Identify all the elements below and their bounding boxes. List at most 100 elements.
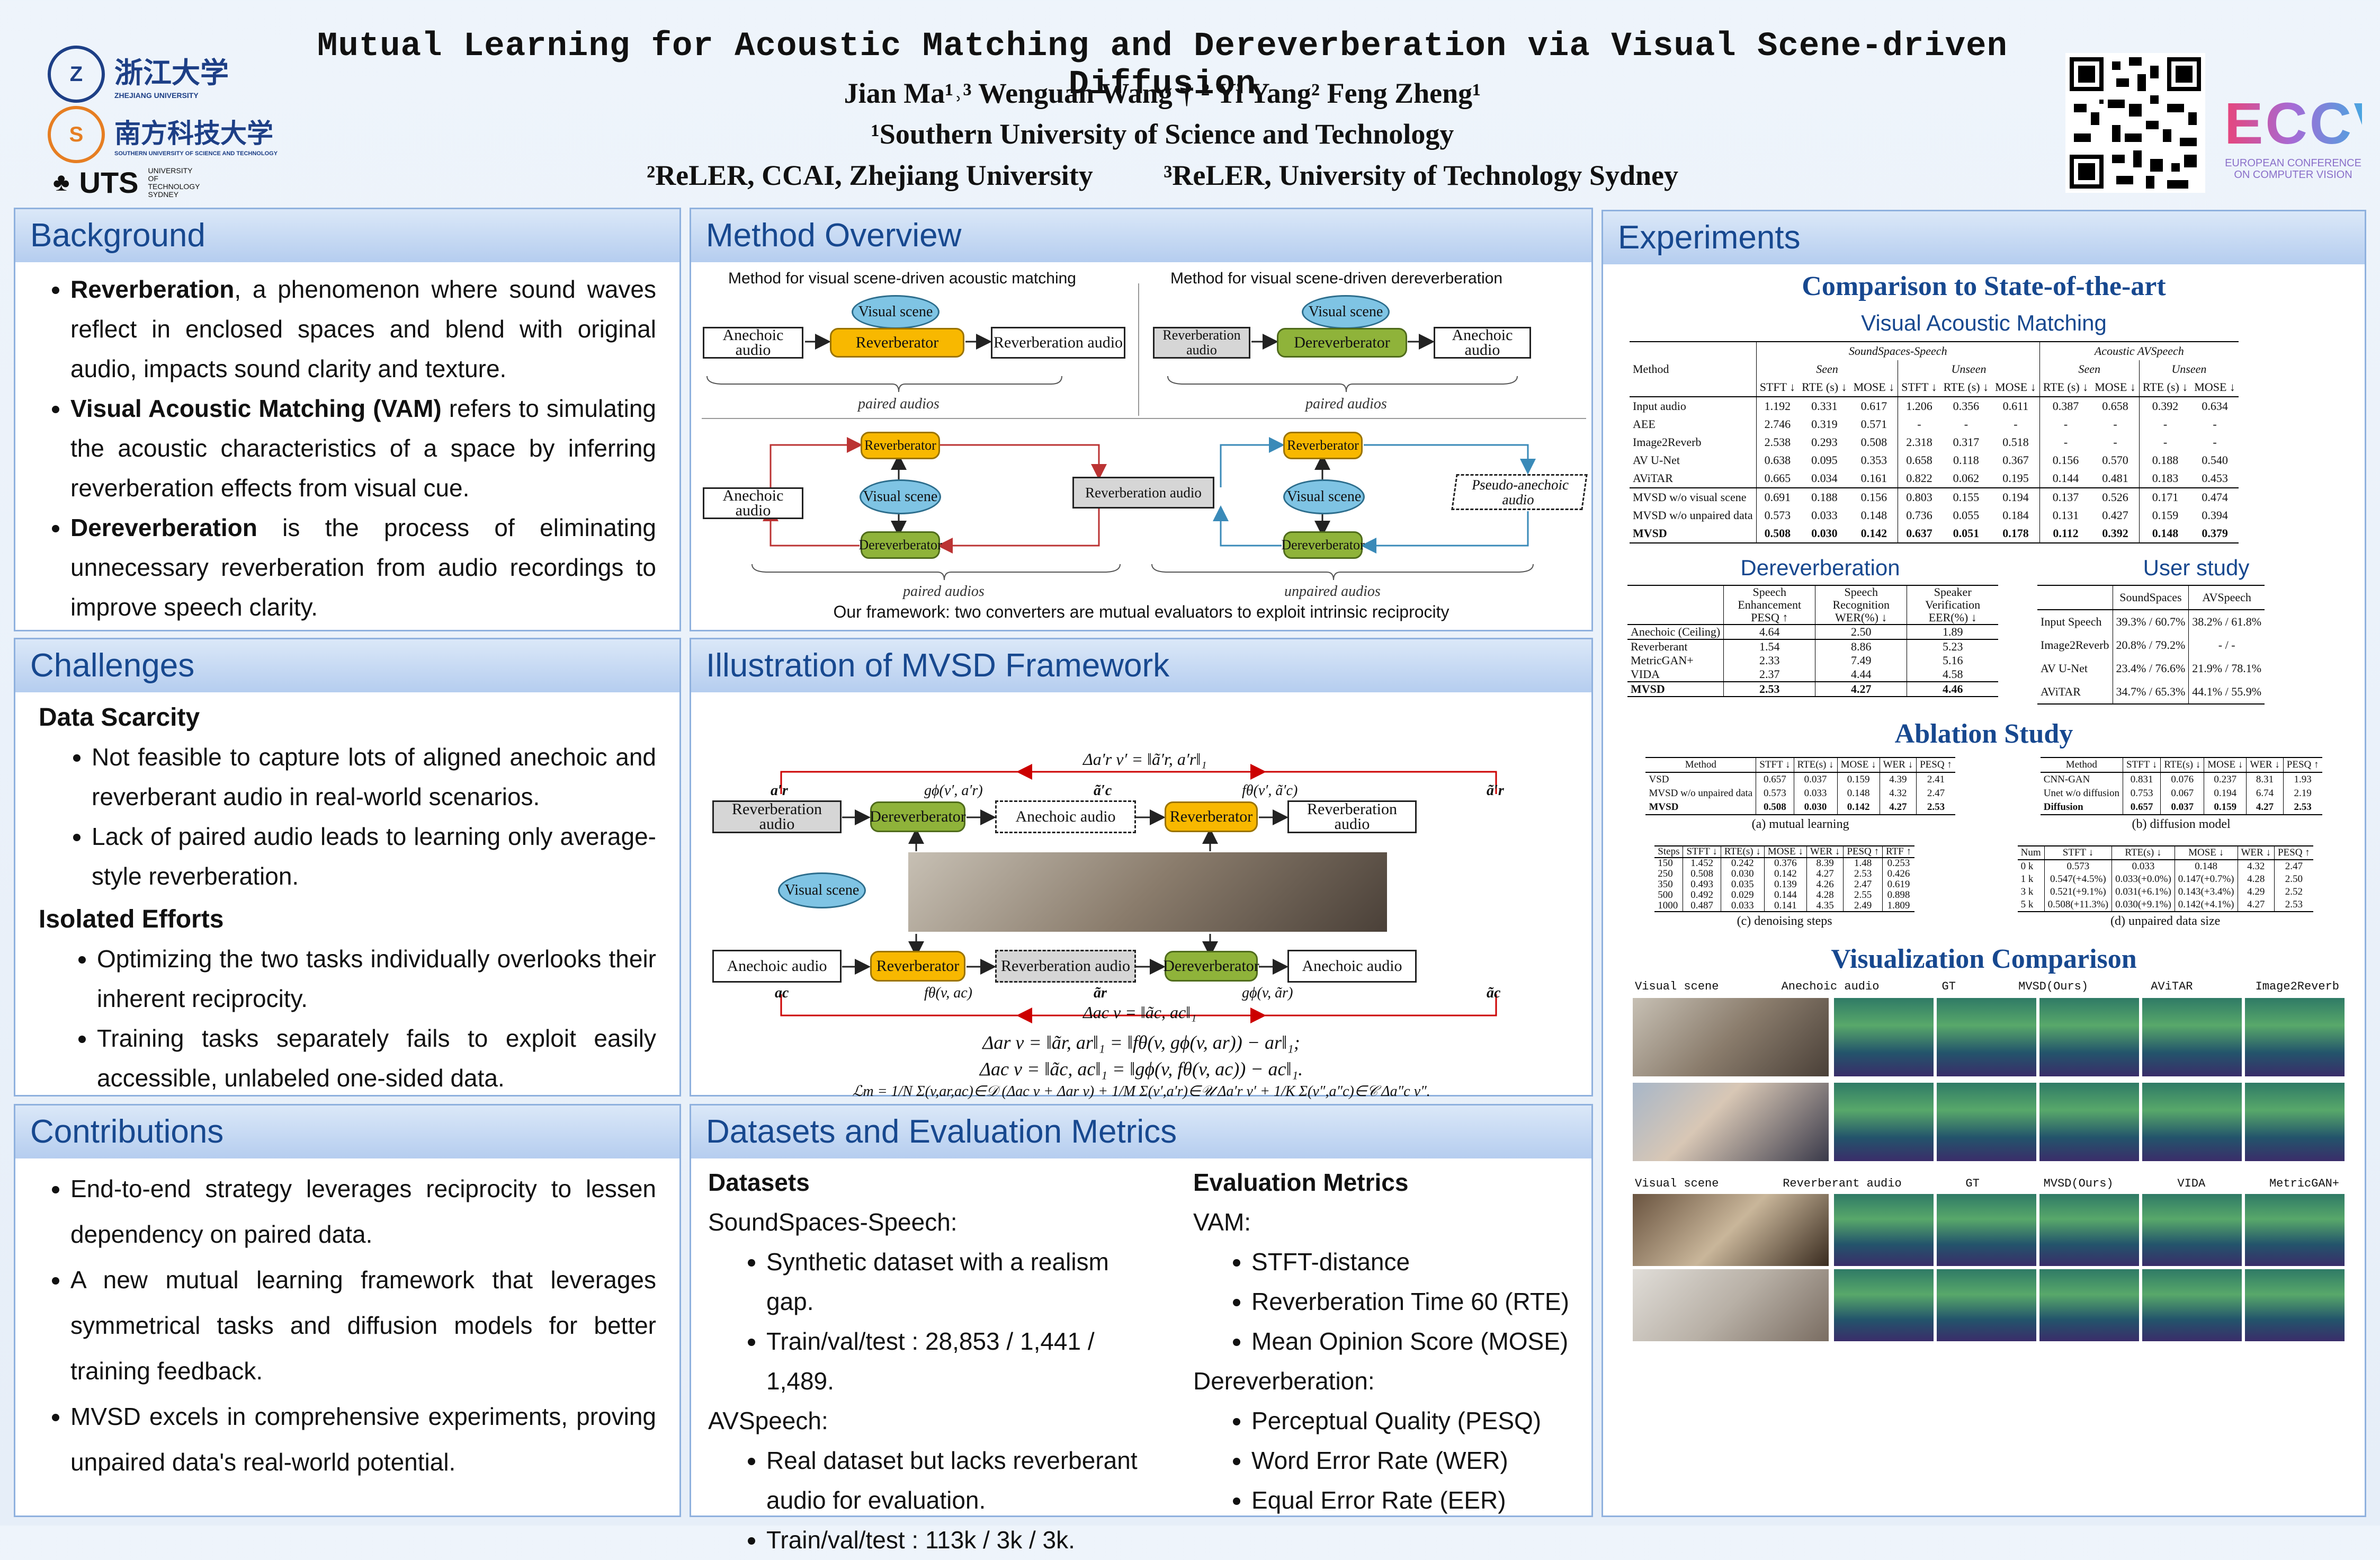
vis-column-label: VIDA [2177, 1177, 2206, 1190]
table-cell: MVSD w/o unpaired data [1649, 788, 1753, 799]
ablation-caption: (d) unpaired data size [2110, 914, 2221, 928]
table-cell: 0.753 [2122, 787, 2161, 800]
vis-column-label: MetricGAN+ [2269, 1177, 2339, 1190]
spectrogram-image [1937, 998, 2036, 1076]
table-cell: 0.658 [2102, 399, 2128, 413]
table-cell: 4.39 [1879, 772, 1917, 787]
ac-tilde-label: ãc [1487, 985, 1501, 1001]
th-seen: Seen [2039, 360, 2140, 378]
qr-code-icon[interactable] [2065, 53, 2205, 193]
th-metric: PESQ ↑ [1916, 757, 1955, 772]
table-cell: 0.139 [1764, 879, 1807, 890]
th-metric: MOSE ↓ [1853, 380, 1895, 394]
table-cell: 1.809 [1882, 901, 1914, 912]
th-metric: MOSE ↓ [1764, 846, 1807, 858]
th-metric: SoundSpaces [2112, 585, 2189, 610]
table-cell: 0.030 [1811, 527, 1838, 540]
table-cell: CNN-GAN [2043, 774, 2090, 785]
contributions-title: Contributions [15, 1106, 679, 1158]
eccv-logo-sub: EUROPEAN CONFERENCE ON COMPUTER VISION [2225, 157, 2361, 181]
table-cell: 0.131 [2039, 506, 2092, 524]
table-cell: 0.657 [2122, 800, 2161, 815]
equation-3: ℒm = 1/N Σ(v,ar,ac)∈𝒟 (Δac v + Δar v) + … [852, 1083, 1430, 1100]
equation-2: Δac v = ‖ãc, ac‖₁ = ‖gϕ(v, fθ(v, ac)) − … [979, 1058, 1303, 1080]
table-cell: 0.144 [2039, 469, 2092, 488]
authors: Jian Ma¹˒³ Wenguan Wang † ² Yi Yang² Fen… [844, 77, 1481, 109]
method-title: Method Overview [691, 209, 1591, 262]
table-cell: 0.029 [1720, 890, 1765, 901]
th-metric: WER ↓ [2246, 757, 2284, 772]
table-cell: 4.27 [1879, 800, 1917, 815]
spectrogram-image [2039, 1194, 2139, 1266]
th-metric: RTE (s) ↓ [2039, 378, 2092, 397]
experiments-title: Experiments [1603, 211, 2365, 264]
zju-logo-text: 浙江大学 [114, 57, 229, 89]
table-cell: 2.41 [1916, 772, 1955, 787]
spectrogram-image [1834, 1083, 1934, 1161]
table-cell: - [2039, 415, 2092, 433]
table-cell: 0.253 [1882, 858, 1914, 869]
table-cell: 5 k [2020, 899, 2034, 910]
table-cell: 0.617 [1860, 399, 1887, 413]
table-cell: 2.49 [1843, 901, 1883, 912]
th-unseen: Unseen [2139, 360, 2239, 378]
affiliation-zju: ²ReLER, CCAI, Zhejiang University [647, 159, 1093, 191]
metric-group: VAM: [1193, 1208, 1251, 1236]
challenge-item: Lack of paired audio leads to learning o… [92, 817, 656, 896]
table-cell: 350 [1658, 879, 1673, 890]
table-cell: 44.1% / 55.9% [2188, 680, 2265, 704]
table-cell: 0.148 [1860, 509, 1887, 522]
challenge-item: Training tasks separately fails to explo… [97, 1019, 656, 1098]
table-cell: 0.178 [2002, 527, 2029, 540]
uts-logo-en: UNIVERSITY OF TECHNOLOGY SYDNEY [148, 166, 200, 199]
reverberator-node: Reverberator [870, 951, 965, 982]
table-cell: 0.353 [1860, 453, 1887, 467]
g-top-label: gϕ(v′, a′r) [924, 782, 983, 799]
table-cell: - [2039, 433, 2092, 451]
table-cell: 2.33 [1723, 654, 1815, 667]
th-metric: AVSpeech [2188, 585, 2265, 610]
th-metric: Method [2065, 759, 2097, 770]
spectrogram-image [2142, 1083, 2242, 1161]
table-cell: MVSD w/o visual scene [1633, 491, 1747, 504]
affiliation-1: ¹Southern University of Science and Tech… [871, 118, 1454, 150]
anechoic-node: Anechoic audio [995, 800, 1136, 833]
table-cell: 4.35 [1806, 901, 1844, 912]
table-cell: 39.3% / 60.7% [2112, 610, 2189, 634]
paired-caption: paired audios [903, 583, 985, 600]
method-footer: Our framework: two converters are mutual… [833, 602, 1450, 621]
table-cell: Input audio [1633, 399, 1686, 413]
table-cell: Input Speech [2041, 615, 2102, 628]
th-metric: STFT ↓ [1756, 378, 1799, 397]
spectrogram-image [2142, 1269, 2242, 1341]
th-metric: Num [2020, 847, 2041, 858]
method-right-caption: Method for visual scene-driven dereverbe… [1170, 270, 1502, 287]
vam-heading: Visual Acoustic Matching [1861, 310, 2107, 335]
table-cell: 0.033 [1720, 901, 1765, 912]
anechoic-node: Anechoic audio [712, 950, 842, 983]
challenges-panel: Challenges Data Scarcity Not feasible to… [14, 638, 681, 1097]
table-cell: MetricGAN+ [1631, 654, 1694, 667]
th-group: SoundSpaces-Speech [1756, 342, 2040, 360]
table-cell: 0.033 [2111, 860, 2175, 873]
table-cell: 4.28 [1806, 890, 1844, 901]
table-cell: 8.86 [1815, 639, 1907, 654]
g-bot-label: gϕ(v, ãr) [1242, 985, 1293, 1001]
table-cell: 0.144 [1764, 890, 1807, 901]
table-cell: 0.148 [2174, 860, 2238, 873]
table-cell: - / - [2188, 634, 2265, 657]
table-cell: 1.54 [1723, 639, 1815, 654]
table-cell: 0.317 [1953, 435, 1980, 449]
th-metric: MOSE ↓ [2194, 380, 2235, 394]
table-cell: 0.634 [2202, 399, 2228, 413]
table-cell: Image2Reverb [1633, 435, 1702, 449]
table-cell: 0.736 [1898, 506, 1940, 524]
vis-scene-image [1633, 998, 1829, 1076]
